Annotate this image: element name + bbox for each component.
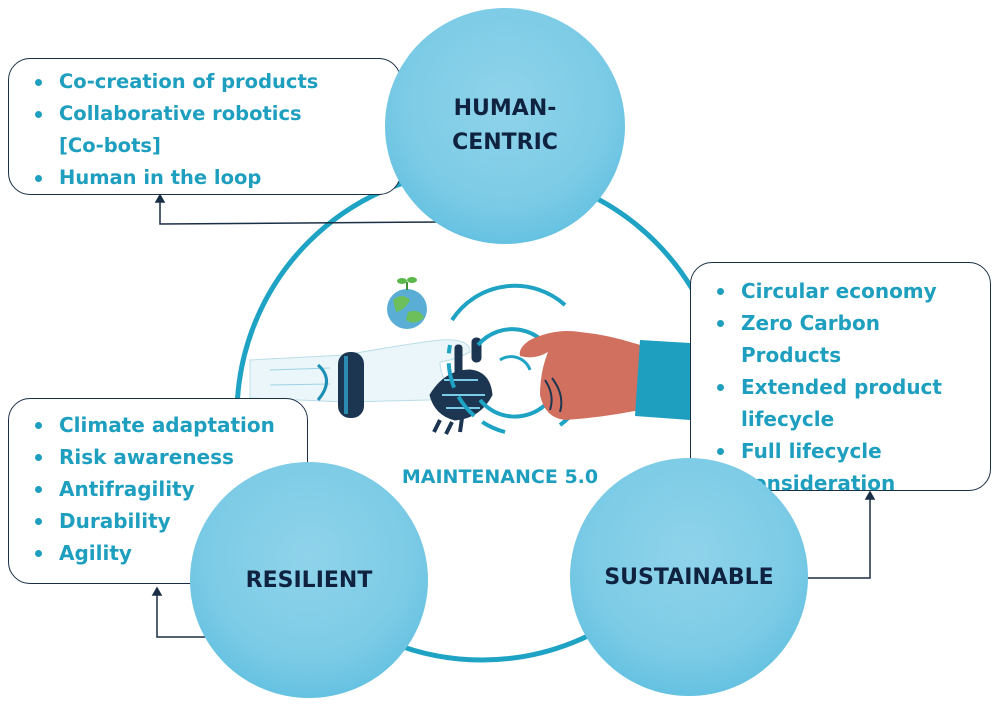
list-item: Climate adaptation (29, 409, 299, 441)
center-title: MAINTENANCE 5.0 (401, 466, 599, 488)
pillar-human-centric-label: HUMAN-CENTRIC (452, 96, 558, 155)
robot-hand-illustration (429, 337, 493, 435)
pillar-resilient: RESILIENT (190, 462, 428, 698)
pillar-resilient-label: RESILIENT (245, 567, 373, 593)
list-item: Extended product lifecycle (711, 371, 982, 435)
human-hand-illustration (519, 331, 690, 420)
pillar-human-centric: HUMAN-CENTRIC (385, 8, 625, 244)
list-item: Risk awareness (29, 441, 299, 473)
sustainable-box: Circular economy Zero Carbon Products Ex… (690, 262, 991, 495)
human-centric-box: Co-creation of products Collaborative ro… (8, 58, 401, 195)
human-arm-illustration (249, 339, 471, 418)
list-item: Circular economy (711, 275, 982, 307)
resilient-list: Climate adaptation Risk awareness Antifr… (29, 409, 299, 569)
sustainable-list: Circular economy Zero Carbon Products Ex… (711, 275, 982, 499)
list-item: Antifragility (29, 473, 299, 505)
list-item: Human in the loop (29, 162, 340, 194)
list-item: Co-creation of products (29, 66, 340, 98)
human-centric-list: Co-creation of products Collaborative ro… (29, 66, 340, 194)
list-item: Agility (29, 537, 299, 569)
connector-resilient (151, 586, 210, 638)
list-item: Collaborative robotics [Co-bots] (29, 98, 340, 162)
earth-plant-icon (387, 277, 427, 329)
list-item: Zero Carbon Products (711, 307, 982, 371)
connector-sustainable (790, 490, 876, 579)
list-item: Durability (29, 505, 299, 537)
pillar-sustainable-label: SUSTAINABLE (604, 564, 774, 590)
pillar-sustainable: SUSTAINABLE (570, 458, 808, 696)
connector-human-centric (154, 193, 441, 225)
